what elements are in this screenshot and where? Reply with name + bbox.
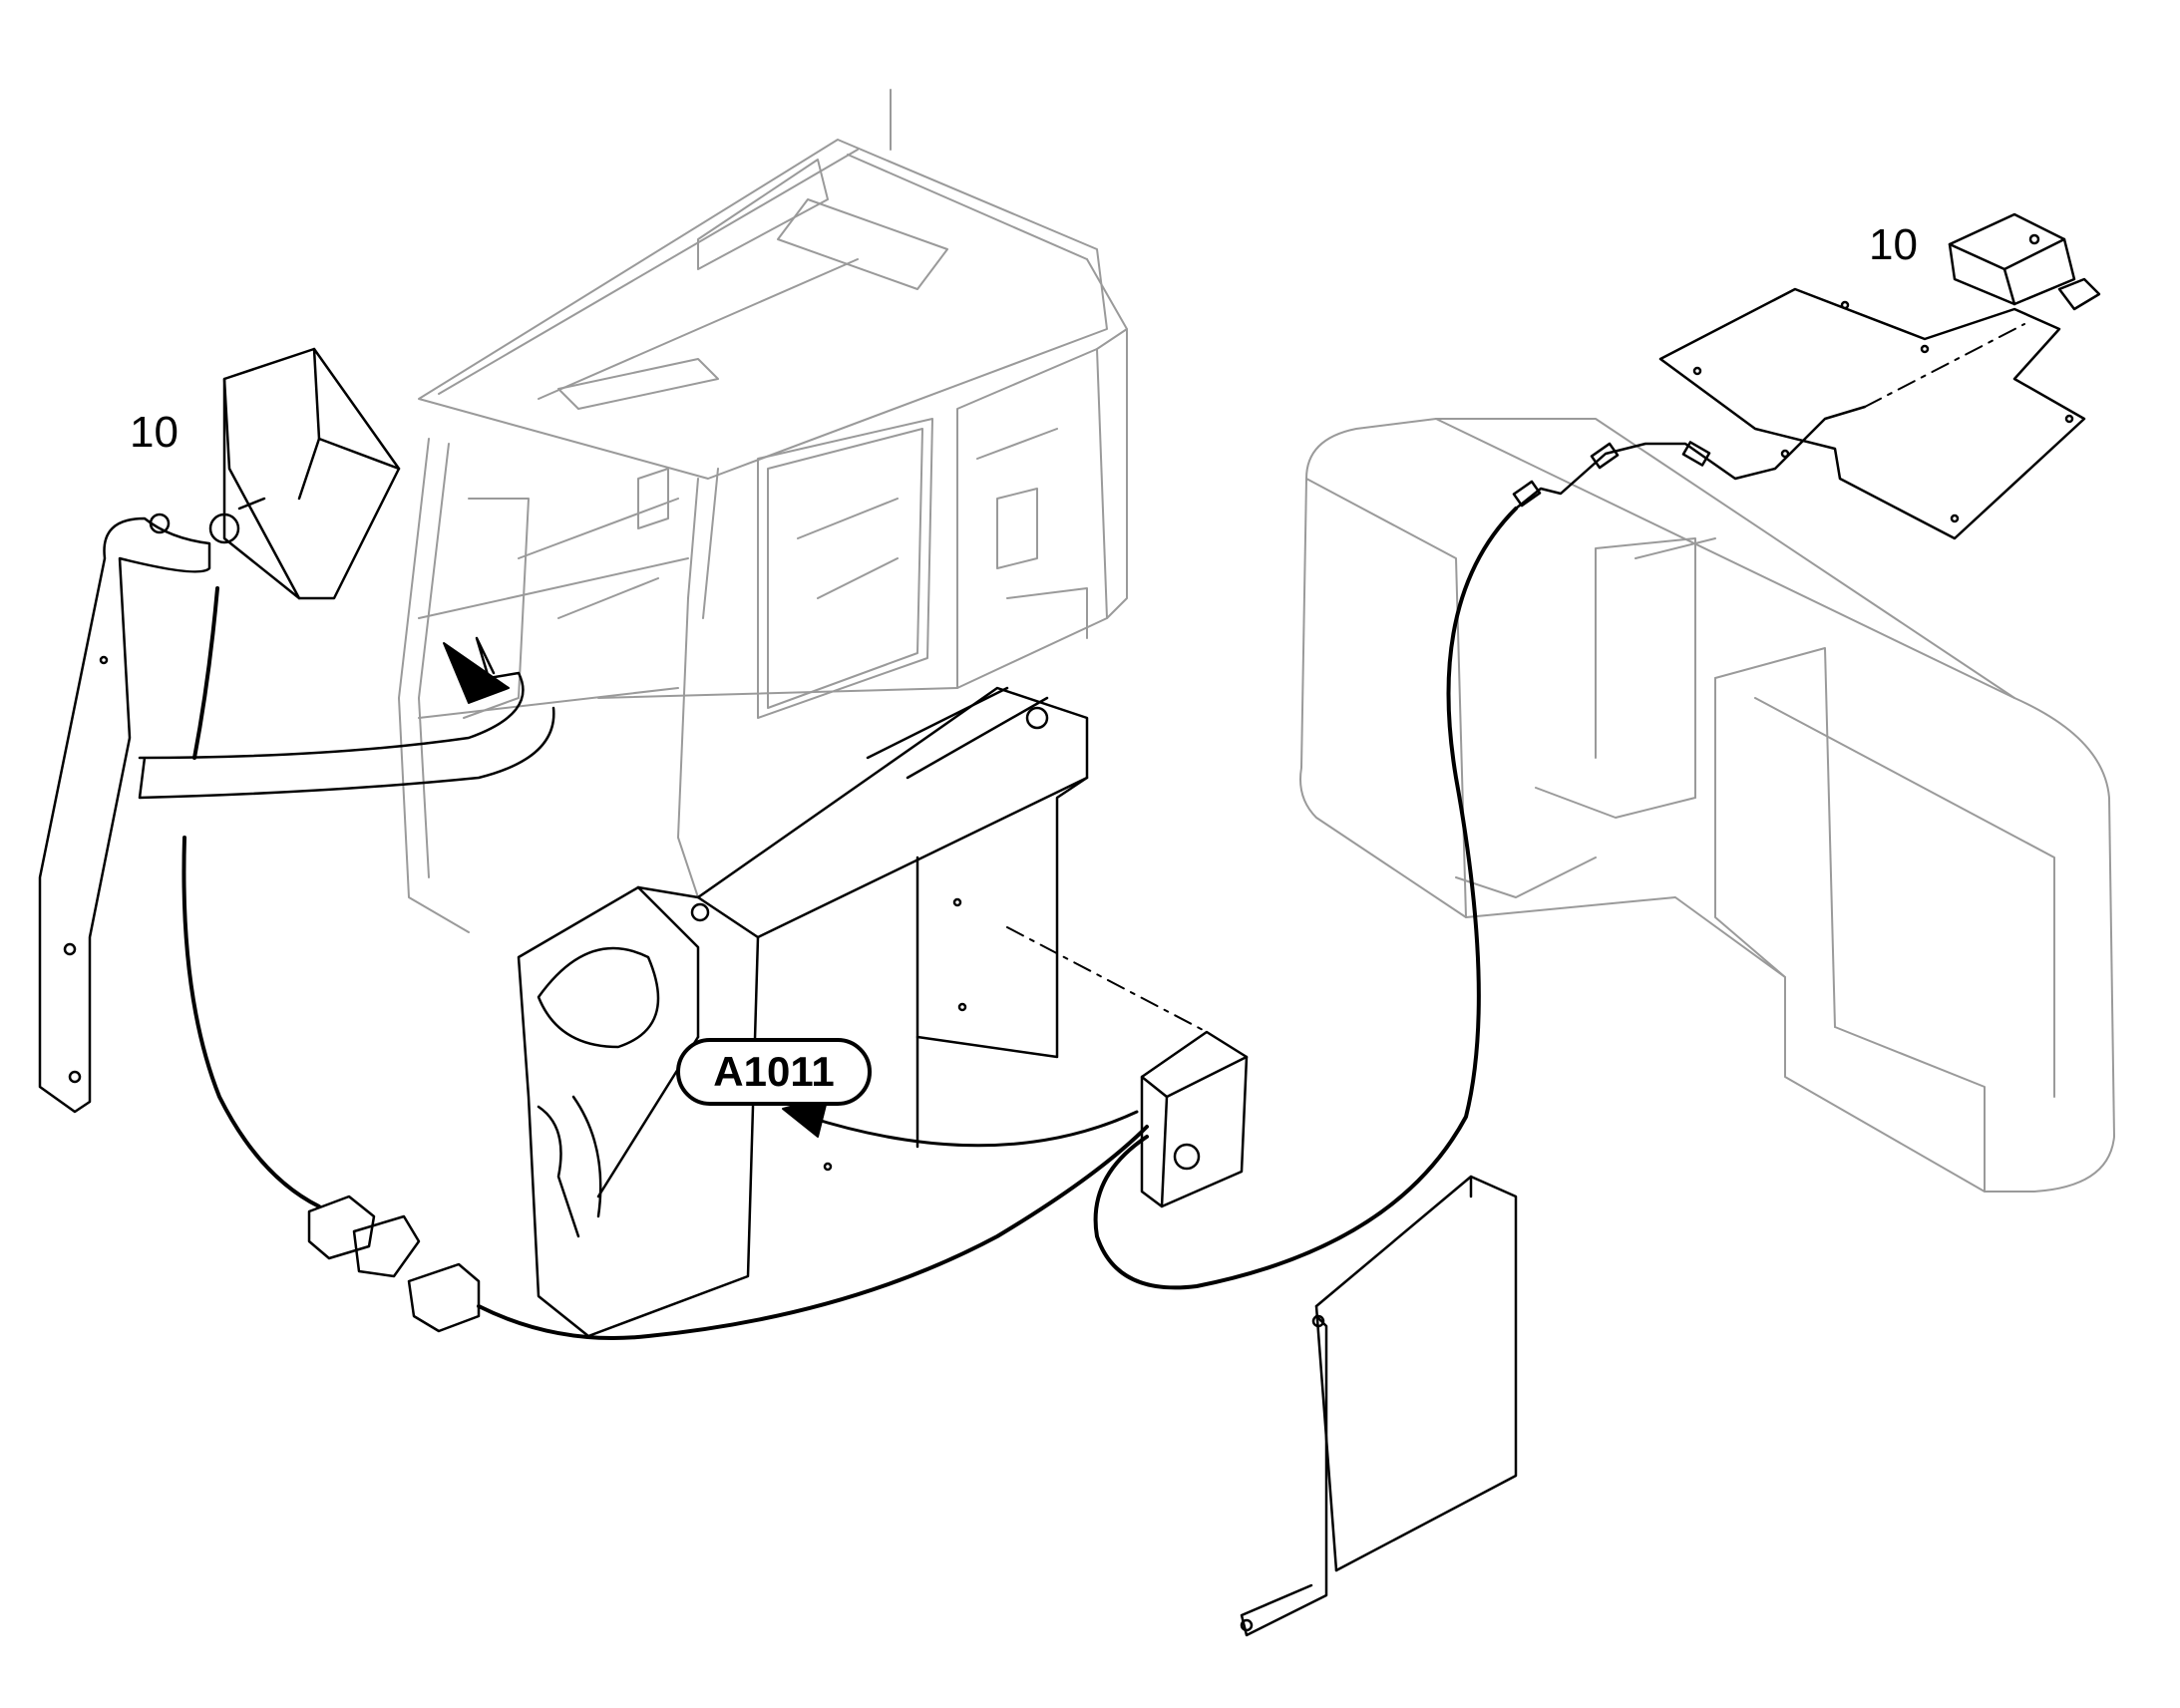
- mount-dash-line: [1006, 926, 1208, 1033]
- left-bracket: [38, 512, 211, 1114]
- left-camera: [208, 347, 401, 600]
- cover-plate: [1240, 1175, 1518, 1637]
- install-arrow-head: [443, 642, 510, 704]
- cable-fittings: [1512, 405, 1867, 511]
- item-number-label-right: 10: [1869, 220, 1918, 269]
- right-camera-cable: [1093, 507, 1518, 1290]
- install-arrow: [138, 636, 555, 800]
- control-unit: [1140, 1030, 1249, 1208]
- left-camera-cable: [182, 586, 321, 1208]
- console: [517, 686, 1089, 1338]
- item-number-label-left: 10: [130, 408, 179, 457]
- component-callout: A1011: [676, 1038, 872, 1106]
- right-camera: [1948, 212, 2101, 311]
- plate-dash-line: [1864, 323, 2025, 408]
- harness-cable-lower: [477, 1125, 1149, 1340]
- callout-arrow: [806, 1110, 1139, 1148]
- connector-pair: [307, 1195, 481, 1333]
- cab-outline: [398, 89, 1128, 933]
- counterweight-outline: [1299, 418, 2115, 1193]
- mounting-plate: [1658, 287, 2086, 540]
